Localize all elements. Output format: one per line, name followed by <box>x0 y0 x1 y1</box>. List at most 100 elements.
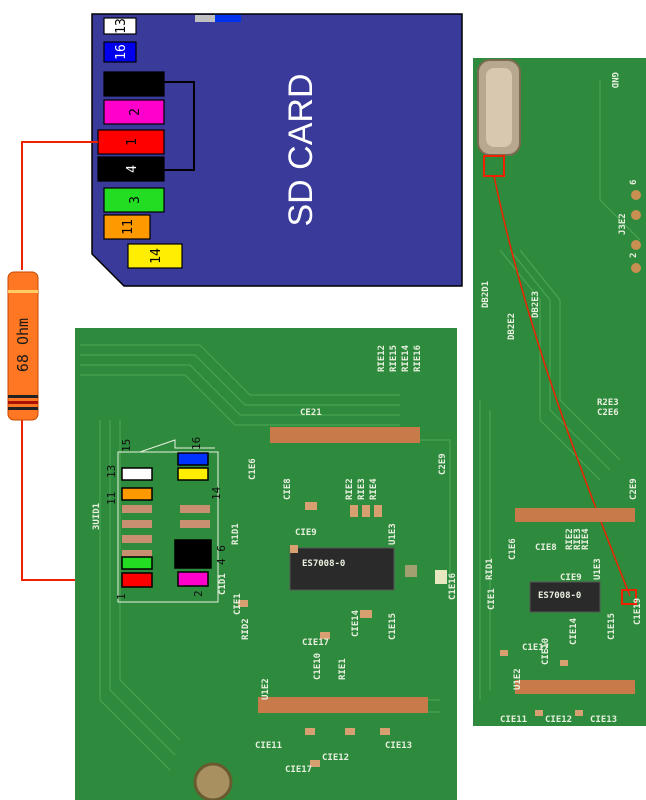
pcb-pad-3 <box>121 556 153 570</box>
svg-text:CE21: CE21 <box>300 408 322 418</box>
svg-text:CIE14: CIE14 <box>569 617 579 645</box>
svg-text:RID1: RID1 <box>485 558 495 580</box>
svg-text:RIE2: RIE2 <box>345 478 355 500</box>
pcb-pad-label: 2 <box>192 590 205 597</box>
chip-pad-row-top <box>270 427 420 443</box>
pcb-pad-14 <box>177 467 209 481</box>
pcb-pad-4-6 <box>174 539 212 569</box>
mounting-hole <box>193 762 233 800</box>
sd-pin-11: 11 <box>103 214 151 240</box>
svg-text:U1E2: U1E2 <box>261 678 271 700</box>
resistor-label: 68 Ohm <box>14 318 32 372</box>
svg-text:RIE12: RIE12 <box>377 345 387 372</box>
pcb-left-labels: 3UID1 R1D1 C1D1 RID2 CIE1 C1E6 CIE8 CIE9… <box>92 344 458 775</box>
sd-pin-rect <box>103 214 151 240</box>
highlight-box-bottom <box>621 589 637 605</box>
sd-pin-label: 2 <box>128 108 143 116</box>
svg-text:3UID1: 3UID1 <box>92 503 102 530</box>
svg-text:CIE13: CIE13 <box>385 741 412 751</box>
svg-text:CIE14: CIE14 <box>351 609 361 637</box>
svg-text:DB2D1: DB2D1 <box>481 281 491 308</box>
svg-text:RIE3: RIE3 <box>357 478 367 500</box>
svg-text:C1E17: C1E17 <box>522 643 549 653</box>
ic-marking-left: ES7008-0 <box>302 559 345 569</box>
svg-text:CIE12: CIE12 <box>545 715 572 725</box>
svg-text:C1E6: C1E6 <box>508 538 518 560</box>
svg-text:C1E15: C1E15 <box>607 613 617 640</box>
svg-text:C1E15: C1E15 <box>388 613 398 640</box>
svg-text:CIE12: CIE12 <box>322 753 349 763</box>
ic-chip-right <box>529 581 601 613</box>
svg-text:C2E6: C2E6 <box>597 408 619 418</box>
svg-text:C2E9: C2E9 <box>438 453 448 475</box>
crystal-inner <box>486 68 512 147</box>
svg-text:C1E19: C1E19 <box>633 598 643 625</box>
wiring: 68 Ohm <box>7 141 125 581</box>
svg-text:CIE8: CIE8 <box>283 478 293 500</box>
svg-text:CIE1: CIE1 <box>233 593 243 615</box>
sd-pin-1: 1 <box>97 129 165 155</box>
svg-text:RIE3: RIE3 <box>573 528 583 550</box>
pcb-left-components <box>238 502 447 767</box>
right-pad-rows <box>515 508 635 694</box>
svg-text:RIE4: RIE4 <box>581 528 591 550</box>
sd-pin-label: 14 <box>149 248 164 264</box>
svg-text:2: 2 <box>629 253 639 258</box>
sd-pin-black-top <box>103 71 165 97</box>
pcb-pad-11 <box>121 487 153 501</box>
svg-text:C1D1: C1D1 <box>218 573 228 595</box>
svg-text:CIE17: CIE17 <box>285 765 312 775</box>
svg-text:CIE9: CIE9 <box>295 528 317 538</box>
sd-pin-rect <box>127 243 183 269</box>
sd-pin-3: 3 <box>103 187 165 213</box>
svg-text:U1E3: U1E3 <box>593 558 603 580</box>
svg-text:CIE17: CIE17 <box>302 638 329 648</box>
sd-pin-2: 2 <box>103 99 165 125</box>
sd-pin-label: 3 <box>128 196 143 204</box>
resistor-band-1 <box>8 290 38 293</box>
chip-pad-row-bottom <box>258 697 428 713</box>
svg-text:GND: GND <box>609 72 619 89</box>
sd-pin-rect <box>103 99 165 125</box>
svg-text:CIE1: CIE1 <box>487 588 497 610</box>
pcb-pad-16 <box>177 452 209 466</box>
sd-pin-4: 4 <box>97 156 165 182</box>
sd-pads-plain <box>122 505 210 558</box>
sd-pin-label: 16 <box>114 44 129 60</box>
svg-text:J3E2: J3E2 <box>618 213 628 235</box>
right-components <box>500 190 641 716</box>
svg-text:RIE15: RIE15 <box>389 345 399 372</box>
sd-pin-16: 16 <box>103 41 137 63</box>
write-protect-tab <box>195 15 215 22</box>
svg-text:6: 6 <box>629 180 639 185</box>
pcb-right-traces <box>479 80 641 700</box>
resistor-band-3 <box>8 401 38 404</box>
sd-pin-rect <box>103 187 165 213</box>
svg-text:CIE11: CIE11 <box>255 741 282 751</box>
svg-text:C1E6: C1E6 <box>248 458 258 480</box>
write-protect-slot <box>215 15 241 22</box>
svg-text:RIE1: RIE1 <box>338 658 348 680</box>
svg-text:RIE14: RIE14 <box>401 344 411 372</box>
svg-text:C1E16: C1E16 <box>448 573 458 600</box>
ic-chip-left <box>289 547 395 591</box>
pcb-pad-1 <box>121 572 153 588</box>
resistor-band-4 <box>8 407 38 410</box>
svg-text:CIE10: CIE10 <box>541 638 551 665</box>
svg-text:C2E9: C2E9 <box>629 478 639 500</box>
sd-pin-rect <box>103 17 137 35</box>
pcb-pad-label: 4 6 <box>215 545 228 565</box>
svg-text:RIE4: RIE4 <box>369 478 379 500</box>
svg-text:CIE11: CIE11 <box>500 715 527 725</box>
pcb-pad-label: 11 <box>105 492 118 505</box>
svg-text:RIE16: RIE16 <box>413 345 423 372</box>
sd-pin-label: 13 <box>114 18 129 34</box>
pcb-pad-label: 15 <box>120 439 133 452</box>
svg-text:CIE13: CIE13 <box>590 715 617 725</box>
svg-text:R2E3: R2E3 <box>597 398 619 408</box>
svg-text:CIE8: CIE8 <box>535 543 557 553</box>
svg-text:CIE9: CIE9 <box>560 573 582 583</box>
pcb-pad-label: 14 <box>210 486 223 500</box>
